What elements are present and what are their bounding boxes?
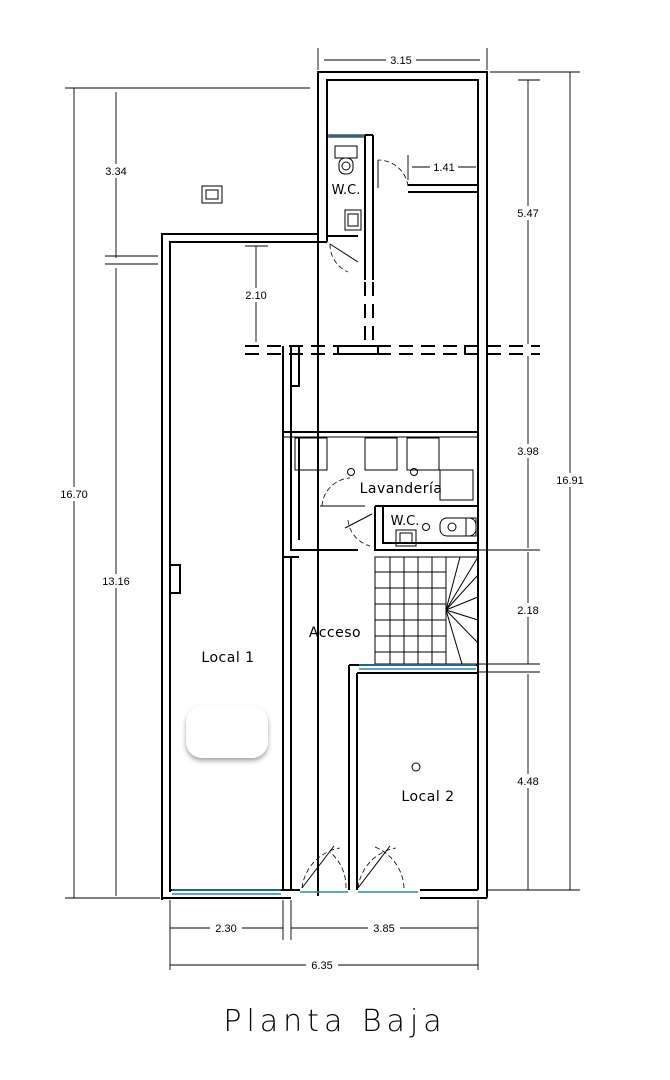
- plan-title: Planta Baja: [223, 1004, 447, 1039]
- floating-card[interactable]: [186, 706, 268, 758]
- dim-left-upper: 3.34: [105, 166, 126, 178]
- room-lavanderia: Lavandería: [360, 481, 443, 497]
- dim-right-total: 16.91: [556, 475, 584, 487]
- dim-bottom-left: 2.30: [215, 923, 236, 935]
- dim-bottom-total: 6.35: [311, 960, 332, 972]
- dimension-lines: [65, 48, 580, 970]
- dim-inner-width: 1.41: [433, 162, 454, 174]
- room-local-1: Local 1: [201, 650, 254, 666]
- dim-right-2: 3.98: [517, 446, 538, 458]
- room-acceso: Acceso: [309, 625, 361, 641]
- room-wc-upper: W.C.: [332, 183, 361, 198]
- room-wc-lower: W.C.: [391, 514, 420, 529]
- stairs: [375, 556, 479, 665]
- dim-right-4: 4.48: [517, 776, 538, 788]
- dimension-labels: 3.15 1.41 3.34 2.10 16.70 13.16 5.47 3.9…: [56, 53, 588, 972]
- room-labels: Local 1 Local 2 Acceso Lavandería W.C. W…: [201, 183, 454, 805]
- dim-left-mid: 2.10: [245, 290, 266, 302]
- dim-right-3: 2.18: [517, 605, 538, 617]
- dim-top-width: 3.15: [390, 55, 411, 67]
- interior-walls: [169, 134, 540, 899]
- dim-bottom-right: 3.85: [373, 923, 394, 935]
- doors: [301, 159, 409, 889]
- dim-left-lower: 13.16: [102, 576, 130, 588]
- fixtures: [201, 145, 477, 772]
- dim-right-1: 5.47: [517, 208, 538, 220]
- floor-plan: 3.15 1.41 3.34 2.10 16.70 13.16 5.47 3.9…: [56, 48, 588, 972]
- dim-left-total: 16.70: [60, 489, 88, 501]
- windows: [172, 135, 476, 895]
- room-local-2: Local 2: [401, 789, 454, 805]
